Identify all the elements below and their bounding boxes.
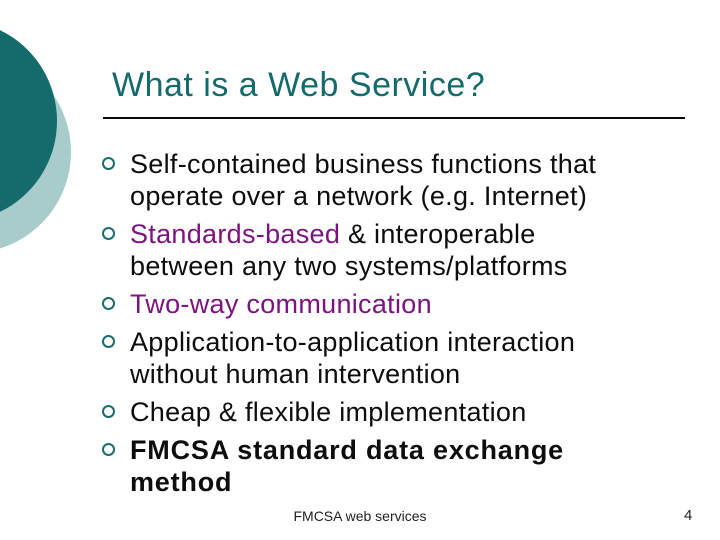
bullet-ring-icon bbox=[102, 335, 115, 348]
page-number: 4 bbox=[684, 507, 693, 524]
bullet-text: Two-way communication bbox=[130, 289, 432, 319]
decorative-circle-light-icon bbox=[0, 55, 71, 249]
bullet-ring-icon bbox=[102, 405, 115, 418]
title-divider bbox=[103, 117, 685, 119]
footer-text: FMCSA web services bbox=[293, 508, 427, 524]
bullet-item: Two-way communication bbox=[100, 288, 692, 320]
bullet-ring-icon bbox=[102, 227, 115, 240]
bullet-ring-icon bbox=[102, 297, 115, 310]
decorative-circle-dark-icon bbox=[0, 30, 57, 212]
bullet-item: Cheap & flexible implementation bbox=[100, 396, 692, 428]
bullet-ring-icon bbox=[102, 157, 115, 170]
bullet-ring-icon bbox=[102, 443, 115, 456]
bullet-text: Cheap & flexible implementation bbox=[130, 397, 527, 427]
slide-title: What is a Web Service? bbox=[112, 66, 486, 104]
